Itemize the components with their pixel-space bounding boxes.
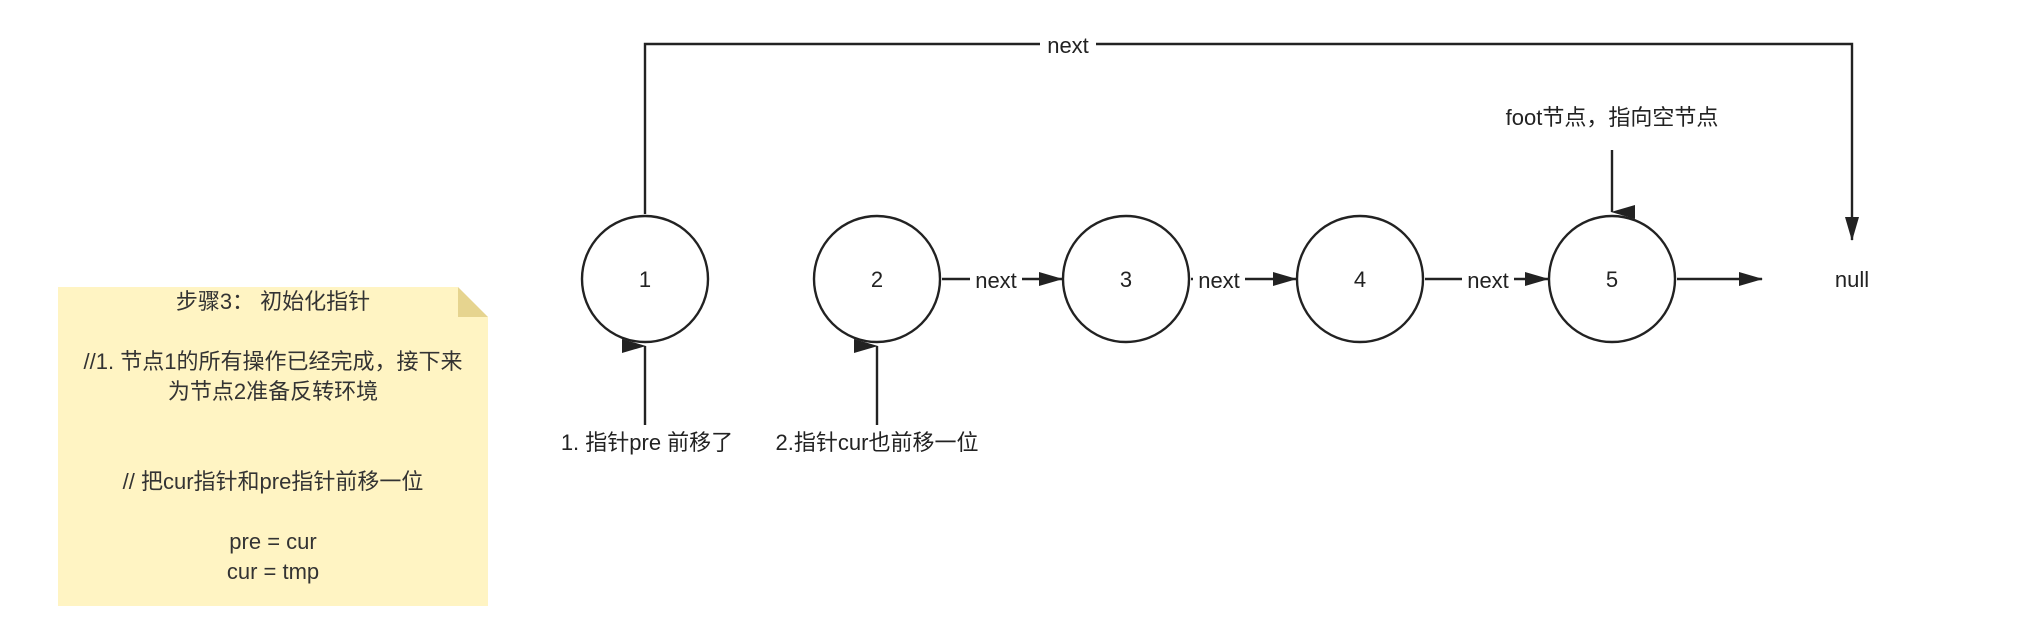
note-title: 步骤3： 初始化指针: [175, 289, 371, 314]
node-1-label: 1: [639, 267, 651, 292]
note-line-2: // 把cur指针和pre指针前移一位: [122, 469, 424, 494]
edge-label-n2-n3: next: [975, 268, 1017, 293]
edge-node1-to-null: [643, 42, 1859, 241]
note-code-2: cur = tmp: [226, 559, 320, 584]
sticky-note: 步骤3： 初始化指针 //1. 节点1的所有操作已经完成，接下来为节点2准备反转…: [58, 287, 488, 606]
edge-label-bg: [1462, 264, 1514, 292]
node-3: 3: [1061, 214, 1191, 344]
edge-label-top-next: next: [1047, 33, 1089, 58]
node-2: 2: [812, 214, 942, 344]
edge-label-n3-n4: next: [1198, 268, 1240, 293]
pointer-pre-label: 1. 指针pre 前移了: [561, 430, 733, 455]
null-label: null: [1835, 267, 1869, 292]
node-4-label: 4: [1354, 267, 1366, 292]
note-code-1: pre = cur: [229, 529, 317, 554]
node-5: 5: [1547, 214, 1677, 344]
node-4: 4: [1295, 214, 1425, 344]
pointer-foot-label: foot节点，指向空节点: [1506, 105, 1719, 130]
node-2-label: 2: [871, 267, 883, 292]
pointer-cur-label: 2.指针cur也前移一位: [776, 430, 979, 455]
edge-label-bg: [1193, 264, 1245, 292]
note-fold-corner: [458, 287, 488, 317]
note-line-1: //1. 节点1的所有操作已经完成，接下来为节点2准备反转环境: [83, 349, 463, 404]
edge-label-n4-n5: next: [1467, 268, 1509, 293]
edge-label-bg: [1040, 30, 1096, 58]
node-1: 1: [580, 214, 710, 344]
edge-label-bg: [970, 264, 1022, 292]
node-3-label: 3: [1120, 267, 1132, 292]
node-5-label: 5: [1606, 267, 1618, 292]
